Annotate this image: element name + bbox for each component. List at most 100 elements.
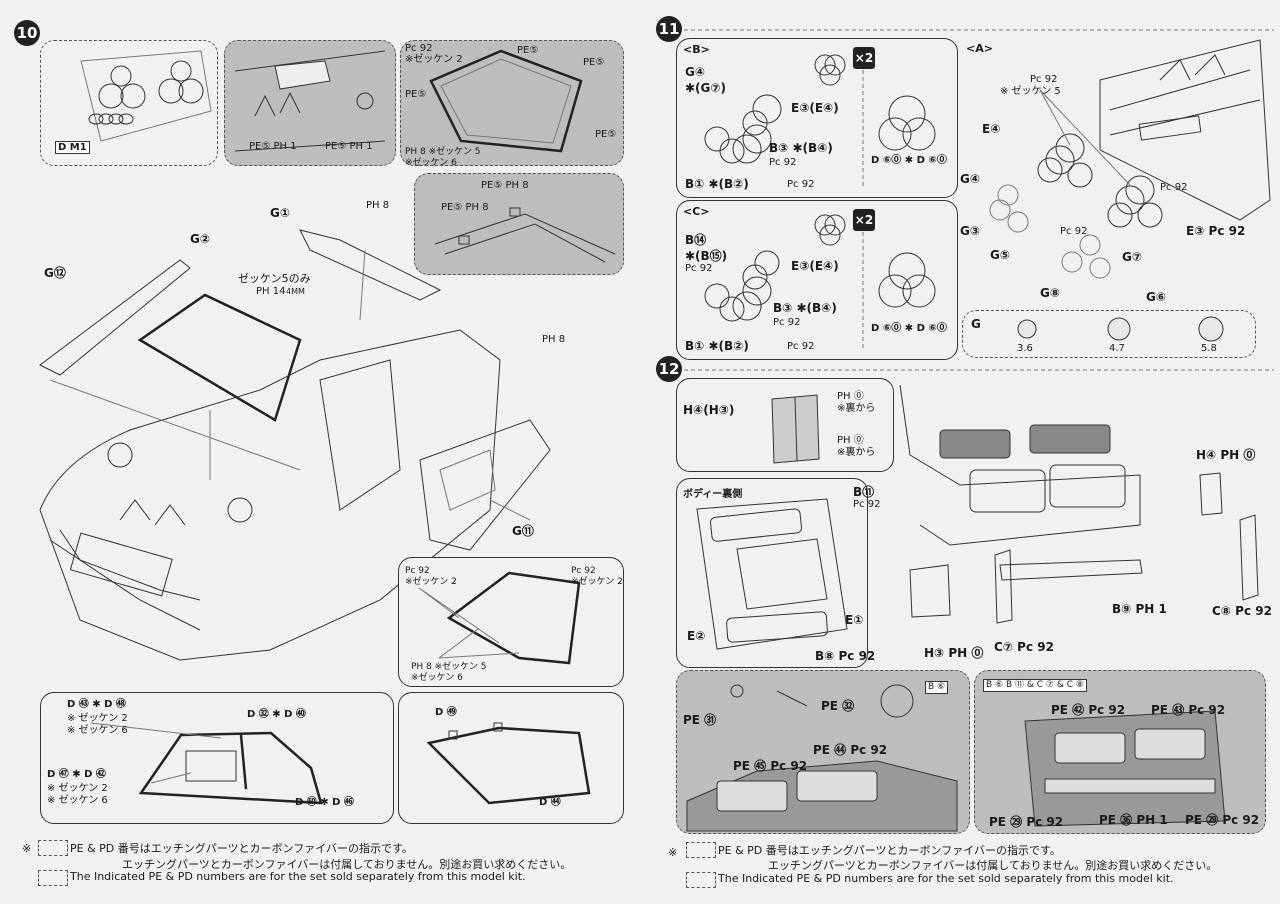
section-b-box: ×2 <B> G④ ✱(G⑦) E③(E④) B③ ✱(B④) Pc 92 B①… xyxy=(676,38,958,198)
section-a-label: <A> xyxy=(966,42,993,55)
pe54-label: PE ㊹ Pc 92 xyxy=(813,743,888,757)
quantity-x2-c: ×2 xyxy=(853,209,875,231)
d60-b: D ⑥⓪ ✱ D ⑥⓪ xyxy=(871,155,947,166)
ph-ref-2: PH ⓪ xyxy=(837,435,864,446)
section-a-illustration xyxy=(989,39,1271,279)
rear-pe-ph-top: PE⑤ PH 8 xyxy=(481,180,529,191)
c8-pc-label: C⑧ Pc 92 xyxy=(1212,604,1272,618)
c-label-pc-2: Pc 92 xyxy=(773,317,801,328)
rear-body-illustration xyxy=(899,384,1259,624)
tail-light-illustration xyxy=(771,394,820,464)
window-left-mid-label: D ㉜ ✱ D ㊵ xyxy=(247,709,306,720)
g-size-1: 3.6 xyxy=(1017,343,1033,354)
footer-marker-left: ※ xyxy=(22,842,32,855)
window-detail-box-left: D ㊸ ✱ D ㊽ ※ ゼッケン 2 ※ ゼッケン 6 D ㉜ ✱ D ㊵ D … xyxy=(40,692,394,824)
small-tag-right: B ⑥ B ⑪ & C ⑦ & C ⑧ xyxy=(983,679,1087,693)
c-label-pc-3: Pc 92 xyxy=(787,341,815,352)
window-right-top-label: D ㊾ xyxy=(435,707,457,718)
pe-label-b: PE⑤ xyxy=(583,57,605,68)
part-label-g11: G⑪ xyxy=(512,524,534,538)
window-detail-box-right: D ㊾ D ㊹ xyxy=(398,692,624,824)
ura-kara-1: ※裏から xyxy=(837,403,876,414)
c-label-e3e4: E③(E④) xyxy=(791,259,839,273)
b11-label: B⑪ xyxy=(853,485,875,499)
pe31-label: PE ㉛ xyxy=(683,713,717,727)
pe-label-2: PE⑤ PH 1 xyxy=(325,141,373,152)
h4-ph-label: H④ PH ⓪ xyxy=(1196,448,1256,462)
section-c-label: <C> xyxy=(683,205,710,218)
mm4-label: 4MM xyxy=(286,287,305,296)
a-zekken5-label: ※ ゼッケン 5 xyxy=(1000,86,1061,97)
part-label-g2: G② xyxy=(190,232,211,246)
side-window-pc-right: Pc 92 ※ゼッケン 2 xyxy=(571,566,623,587)
c-label-pc: Pc 92 xyxy=(685,263,713,274)
section-c-box: ×2 <C> B⑭ ✱(B⑮) Pc 92 E③(E④) B③ ✱(B④) Pc… xyxy=(676,200,958,360)
window-left-illustration xyxy=(90,722,323,805)
small-tag-left: B ⑥ xyxy=(925,681,949,695)
g-scale-box: G 3.6 4.7 5.8 xyxy=(962,310,1256,358)
section-b-label: <B> xyxy=(683,43,710,56)
car-body-illustration xyxy=(39,229,551,661)
ph8-label-right: PH 8 xyxy=(542,334,566,345)
b-label-e3e4: E③(E④) xyxy=(791,101,839,115)
pe29-left-label: PE ㉙ Pc 92 xyxy=(989,815,1064,829)
zekken5only-label: ゼッケン5のみ xyxy=(238,272,311,285)
side-window-box: Pc 92 ※ゼッケン 2 Pc 92 ※ゼッケン 2 PH 8 ※ゼッケン 5… xyxy=(398,557,624,687)
e1-label: E① xyxy=(845,613,864,627)
ph14-label: PH 14 xyxy=(256,286,286,297)
g-scale-label: G xyxy=(971,317,981,331)
a-label-g7: G⑦ xyxy=(1122,250,1143,264)
pe-detail-box-left: B ⑥ PE ㉛ PE ㉜ PE ㊺ Pc 92 PE ㊹ Pc 92 xyxy=(676,670,970,834)
window-left-bot2-label: D ㊿ ✱ D ㊻ xyxy=(295,797,354,808)
quantity-x2-b: ×2 xyxy=(853,47,875,69)
footer-box-left-1 xyxy=(38,840,68,856)
detail-box-hood: PE⑤ PH 1 PE⑤ PH 1 xyxy=(224,40,396,166)
lights-illustration xyxy=(80,50,212,142)
pe-label-c: PE⑤ xyxy=(405,89,427,100)
b-label-g7: ✱(G⑦) xyxy=(685,81,727,95)
body-underside-illustration xyxy=(696,498,848,650)
a-label-g5: G⑤ xyxy=(990,248,1011,262)
a-pc-label: Pc 92 xyxy=(1030,74,1058,85)
window-left-bot-label: D ㊼ ✱ D ㊷ xyxy=(47,769,106,780)
a-label-pc-2: Pc 92 xyxy=(1160,182,1188,193)
b11-pc-label: Pc 92 xyxy=(853,499,881,510)
footer-line3-right: The Indicated PE & PD numbers are for th… xyxy=(718,872,1174,885)
body-underside-box: ボディー裏側 B⑪ Pc 92 E② E① B⑧ Pc 92 xyxy=(676,478,880,668)
a-label-g3: G③ xyxy=(960,224,981,238)
rear-frame-illustration xyxy=(434,207,616,263)
ph8-label-top: PH 8 xyxy=(366,200,390,211)
side-window-ph: PH 8 ※ゼッケン 5 ※ゼッケン 6 xyxy=(411,662,487,683)
pe55-label: PE ㊺ Pc 92 xyxy=(733,759,808,773)
tail-light-box: H④(H③) PH ⓪ ※裏から PH ⓪ ※裏から xyxy=(676,378,894,472)
a-label-e4: E④ xyxy=(982,122,1001,136)
detail-box-lights: D M1 xyxy=(40,40,218,166)
window-left-top-label: D ㊸ ✱ D ㊽ xyxy=(67,699,126,710)
a-label-g4: G④ xyxy=(960,172,981,186)
pe-label-1: PE⑤ PH 1 xyxy=(249,141,297,152)
pe36-label: PE ㊱ PH 1 xyxy=(1099,813,1168,827)
window-left-top-notes: ※ ゼッケン 2 ※ ゼッケン 6 xyxy=(67,713,128,736)
footer-line2-right: エッチングパーツとカーボンファイバーは付属しておりません。別途お買い求めください… xyxy=(768,859,1218,872)
footer-line3-left: The Indicated PE & PD numbers are for th… xyxy=(70,870,526,883)
b-label-g4: G④ xyxy=(685,65,706,79)
step12-divider xyxy=(684,369,1274,371)
b8-label: B⑧ Pc 92 xyxy=(815,649,876,663)
g-scale-lenses xyxy=(1017,316,1224,342)
pe-label-d: PE⑤ xyxy=(595,129,617,140)
pe29-right-label: PE ㉙ Pc 92 xyxy=(1185,813,1260,827)
section-c-illustration xyxy=(704,211,936,351)
step11-divider xyxy=(684,29,1274,31)
zekken2-note: ※ゼッケン 2 xyxy=(405,54,463,65)
c-label-b3b4: B③ ✱(B④) xyxy=(773,301,837,315)
a-label-g8: G⑧ xyxy=(1040,286,1061,300)
hood-illustration xyxy=(234,50,386,152)
step-number-10: 10 xyxy=(14,20,40,46)
b-label-b3b4: B③ ✱(B④) xyxy=(769,141,833,155)
window-right-bot-label: D ㊹ xyxy=(539,797,561,808)
footer-box-left-2 xyxy=(38,870,68,886)
pe53-label: PE ㊸ Pc 92 xyxy=(1151,703,1226,717)
footer-marker-right: ※ xyxy=(668,846,678,859)
pe-detail-right-illustration xyxy=(1024,710,1226,827)
b-label-pc: Pc 92 xyxy=(769,157,797,168)
